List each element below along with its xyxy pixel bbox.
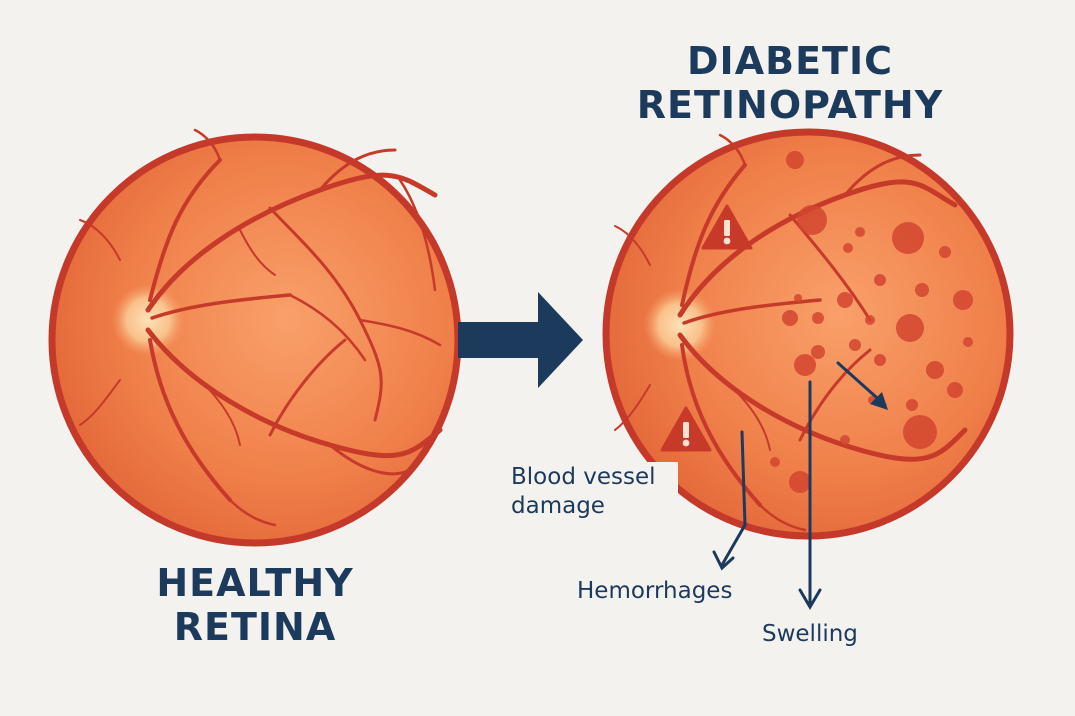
healthy-title-line1: HEALTHY: [156, 561, 354, 605]
hemorrhage-spot: [947, 382, 963, 398]
hemorrhage-spot: [855, 227, 865, 237]
hemorrhage-spot: [812, 312, 824, 324]
right-arrow-icon: [458, 292, 583, 388]
hemorrhage-spot: [840, 435, 850, 445]
hemorrhage-spot: [770, 457, 780, 467]
swelling-label: Swelling: [762, 621, 858, 647]
hemorrhage-spot: [843, 243, 853, 253]
optic-disc-diabetic: [644, 289, 716, 361]
hemorrhage-spot: [906, 399, 918, 411]
healthy-retina-disc: [48, 133, 462, 547]
hemorrhage-spot: [837, 292, 853, 308]
hemorrhage-spot: [953, 290, 973, 310]
hemorrhage-spot: [892, 222, 924, 254]
blood-vessel-damage-line1: Blood vessel: [511, 464, 656, 490]
hemorrhage-spot: [794, 294, 802, 302]
hemorrhage-spot: [896, 314, 924, 342]
hemorrhage-spot: [874, 354, 886, 366]
healthy-retina: [48, 128, 462, 547]
healthy-title-line2: RETINA: [173, 604, 337, 649]
hemorrhage-spot: [939, 246, 951, 258]
optic-disc: [112, 284, 184, 356]
hemorrhage-spot: [782, 310, 798, 326]
hemorrhage-spot: [811, 345, 825, 359]
healthy-retina-title: HEALTHY RETINA: [110, 561, 400, 649]
label-backing: [503, 462, 678, 530]
hemorrhage-spot: [915, 283, 929, 297]
hemorrhage-spot: [797, 205, 827, 235]
hemorrhage-spot: [794, 354, 816, 376]
warning-triangle-icon: [660, 406, 712, 452]
diabetic-title-line1: DIABETIC: [687, 39, 893, 83]
diabetic-title-line2: RETINOPATHY: [636, 82, 944, 127]
hemorrhages-pointer-arrow: [720, 430, 747, 567]
edema-arrowhead: [870, 392, 888, 410]
hemorrhage-spot: [849, 339, 861, 351]
hemorrhage-spot: [789, 471, 811, 493]
hemorrhage-spot: [963, 337, 973, 347]
blood-vessel-damage-line2: damage: [511, 492, 605, 519]
hemorrhage-spots: [770, 151, 973, 493]
hemorrhage-spot: [926, 361, 944, 379]
blood-vessels: [79, 128, 443, 527]
hemorrhage-spot: [874, 274, 886, 286]
diabetic-retinopathy-title: DIABETIC RETINOPATHY: [620, 39, 960, 127]
warning-triangle-icon: [701, 204, 753, 250]
hemorrhage-spot: [786, 151, 804, 169]
blood-vessel-damage-label: Blood vessel damage: [511, 463, 656, 521]
hemorrhages-label: Hemorrhages: [577, 578, 733, 604]
hemorrhage-spot: [903, 415, 937, 449]
diabetic-retina: [602, 128, 1014, 540]
hemorrhage-spot: [865, 315, 875, 325]
